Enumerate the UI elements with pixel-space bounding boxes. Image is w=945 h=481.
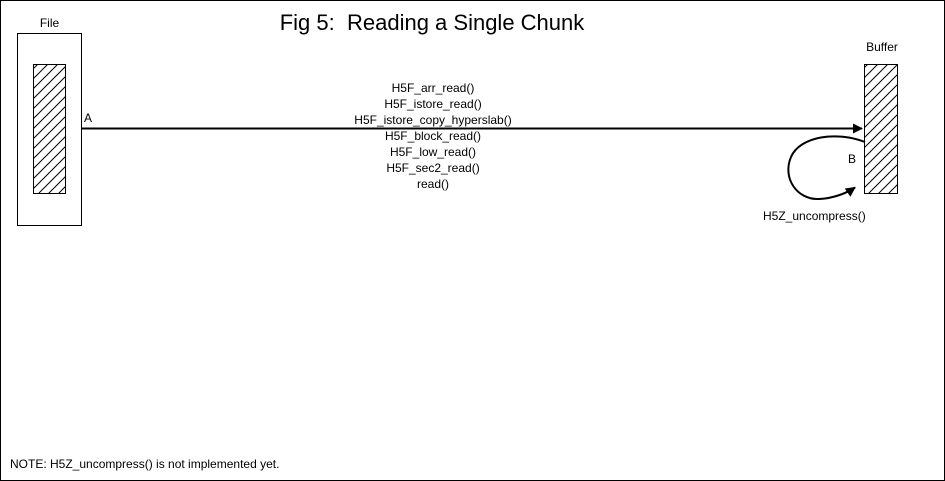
call-stack-line: H5F_block_read() bbox=[384, 129, 482, 143]
call-stack-line: read() bbox=[416, 177, 449, 191]
file-box bbox=[17, 33, 82, 226]
call-stack-line: H5F_istore_read() bbox=[384, 97, 482, 111]
buffer-hatched bbox=[864, 64, 898, 194]
arrow-b-marker: B bbox=[848, 152, 857, 166]
footnote: NOTE: H5Z_uncompress() is not implemente… bbox=[10, 457, 280, 471]
call-stack-line: H5F_low_read() bbox=[389, 145, 477, 159]
buffer-label: Buffer bbox=[866, 40, 898, 54]
file-chunk-hatched bbox=[33, 64, 66, 194]
call-stack: H5F_arr_read() H5F_istore_read() H5F_ist… bbox=[273, 80, 593, 192]
figure-title: Fig 5: Reading a Single Chunk bbox=[279, 10, 585, 35]
call-stack-line: H5F_arr_read() bbox=[391, 81, 475, 95]
uncompress-label: H5Z_uncompress() bbox=[763, 209, 866, 223]
file-label: File bbox=[39, 16, 60, 30]
uncompress-loop-arrow bbox=[787, 135, 866, 201]
call-stack-line: H5F_istore_copy_hyperslab() bbox=[354, 113, 512, 127]
call-stack-line: H5F_sec2_read() bbox=[386, 161, 480, 175]
arrow-a-marker: A bbox=[84, 111, 93, 125]
